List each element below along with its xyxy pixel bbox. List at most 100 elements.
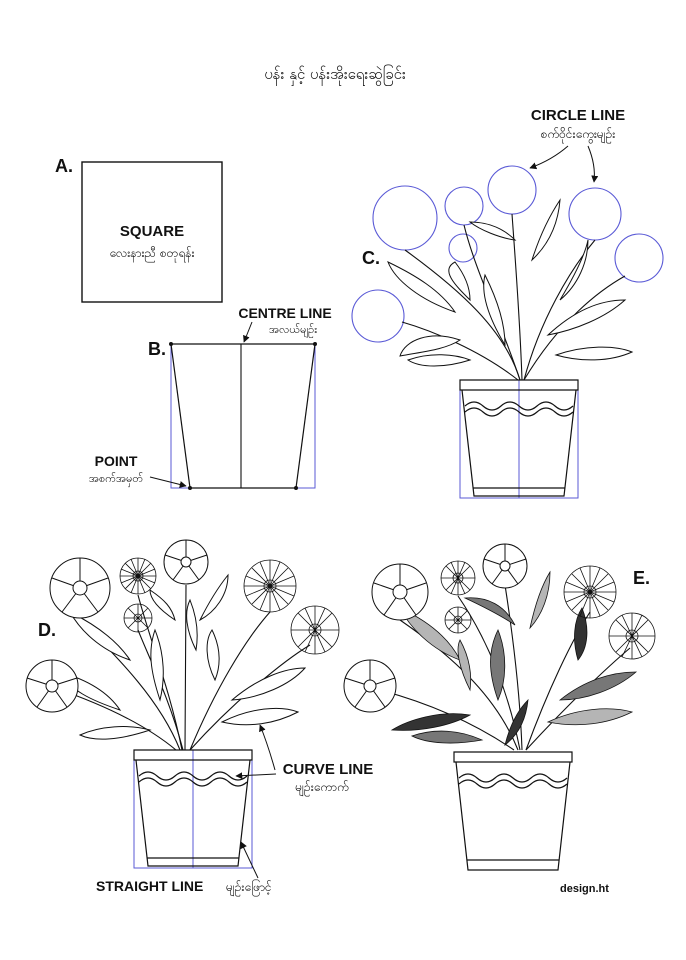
step-d-letter: D. [38,620,56,640]
flower-simple [482,543,528,589]
straight-line-label-my: မျဉ်းဖြောင့် [226,878,272,897]
leaf [149,589,176,622]
straight-line-arrow [240,841,259,879]
leaf-mid [558,671,638,701]
point-dot [169,342,173,346]
pot-body [135,759,251,867]
leaf [468,221,517,241]
leaf [150,628,164,702]
centre-line-label-my: အလယ်မျဉ်း [269,323,317,338]
pot-body [455,761,571,871]
stem [523,275,626,381]
pot-rim [133,749,253,761]
step-b-pot-construction: B. CENTRE LINE အလယ်မျဉ်း POINT အစက်အမှတ် [89,305,332,490]
point-label-my: အစက်အမှတ် [89,472,143,487]
leaf-dark [574,607,588,661]
guide-circle [568,187,622,241]
circle-line-arrow [587,145,599,183]
flower-daisy [440,560,476,596]
pot-rim [459,379,579,391]
step-e-letter: E. [633,568,650,588]
point-dot [294,486,298,490]
leaf-mid [410,730,484,744]
guide-circle [372,185,438,251]
step-b-letter: B. [148,339,166,359]
leaf-light [546,708,634,726]
pot-wave [458,773,568,783]
pot-wave [464,401,574,411]
leaf-light [529,570,551,630]
step-d-line-drawing: D. [25,539,374,897]
leaf [230,667,307,701]
leaf [530,198,561,262]
leaf [198,573,229,622]
leaf [559,239,589,301]
page-title: ပန်း နှင့် ပန်းအိုးရေးဆွဲခြင်း [264,64,406,86]
credit: design.ht [560,883,609,895]
stem [525,647,631,751]
stem [184,584,187,751]
flower-daisy [444,606,472,634]
pot-wave [138,777,248,787]
leaf-mid [490,629,506,702]
curve-line-arrow [235,772,277,780]
step-e-shaded-drawing: E. [343,543,656,895]
leaf [220,707,300,726]
step-a-square: A. SQUARE လေးနားညီ စတုရန်း [55,156,223,303]
flower-daisy [608,612,656,660]
stem [504,584,523,751]
leaf [68,610,132,661]
pot-wave [458,779,568,789]
circle-line-label-my: စက်ဝိုင်းကွေးမျဉ်း [541,126,616,144]
square-shape [81,161,223,303]
flower-daisy [123,603,153,633]
square-label: SQUARE [120,223,184,240]
flower-daisy [563,565,617,619]
leaf-light [463,597,516,626]
leaf [387,260,457,313]
step-c-circle-construction: C. CIRCLE LINE စက်ဝိုင်းကွေးမျဉ်း [351,107,664,499]
stem [511,213,523,381]
point-label: POINT [95,453,138,469]
stem [189,611,271,751]
flower-daisy [243,559,297,613]
flower-simple [371,563,429,621]
point-dot [313,342,317,346]
pot-rim [453,751,573,763]
pot-wave [138,771,248,781]
leaf [186,598,198,652]
flower-simple [25,659,79,713]
curve-line-label: CURVE LINE [283,761,374,778]
step-a-letter: A. [55,156,73,176]
straight-line-label: STRAIGHT LINE [96,878,203,894]
leaf [206,629,220,682]
leaf [546,299,627,336]
leaf [399,335,462,357]
guide-circle [448,233,478,263]
guide-circle [614,233,664,283]
leaf [448,261,471,302]
leaf-dark [390,713,472,731]
guide-circle [487,165,537,215]
leaf [554,346,634,361]
flower-daisy [119,557,157,595]
guide-circle [444,186,484,226]
circle-line-label: CIRCLE LINE [531,107,625,124]
step-c-letter: C. [362,248,380,268]
point-dot [188,486,192,490]
point-arrow [149,476,187,488]
curve-line-arrow [259,724,276,771]
leaf [78,726,152,740]
flower-daisy [290,605,340,655]
curve-line-label-my: မျဉ်းကောက် [295,779,348,797]
flower-simple [49,557,111,619]
leaf [483,273,506,347]
centre-line-arrow [243,321,253,343]
centre-line-label: CENTRE LINE [238,305,331,321]
square-label-my: လေးနားညီ စတုရန်း [109,245,194,263]
pot-wave [464,407,574,417]
leaf [406,354,472,367]
guide-circle [351,289,405,343]
guide-rectangle [170,343,316,489]
